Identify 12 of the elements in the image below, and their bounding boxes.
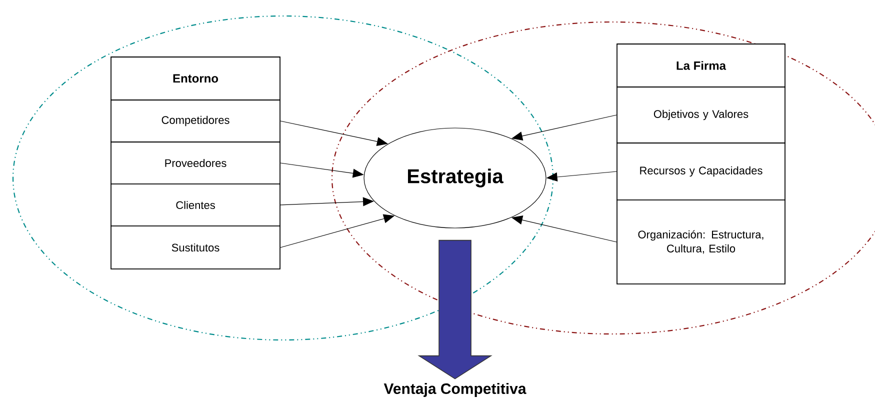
table-cell: Recursos y Capacidades (616, 142, 786, 200)
table-header-cell: Entorno (110, 56, 280, 100)
table-cell: Competidores (110, 100, 280, 142)
table-cell: Objetivos y Valores (616, 86, 786, 144)
result-label: Ventaja Competitiva (384, 383, 526, 397)
ellipse-node: Estrategia (364, 128, 546, 228)
table-cell: Clientes (110, 184, 280, 226)
block-arrow (418, 240, 492, 380)
table-cell: Sustitutos (110, 226, 280, 270)
table-cell: Proveedores (110, 142, 280, 184)
table-header-cell: La Firma (616, 44, 786, 88)
table-cell: Organización: Estructura, Cultura, Estilo (616, 200, 786, 284)
